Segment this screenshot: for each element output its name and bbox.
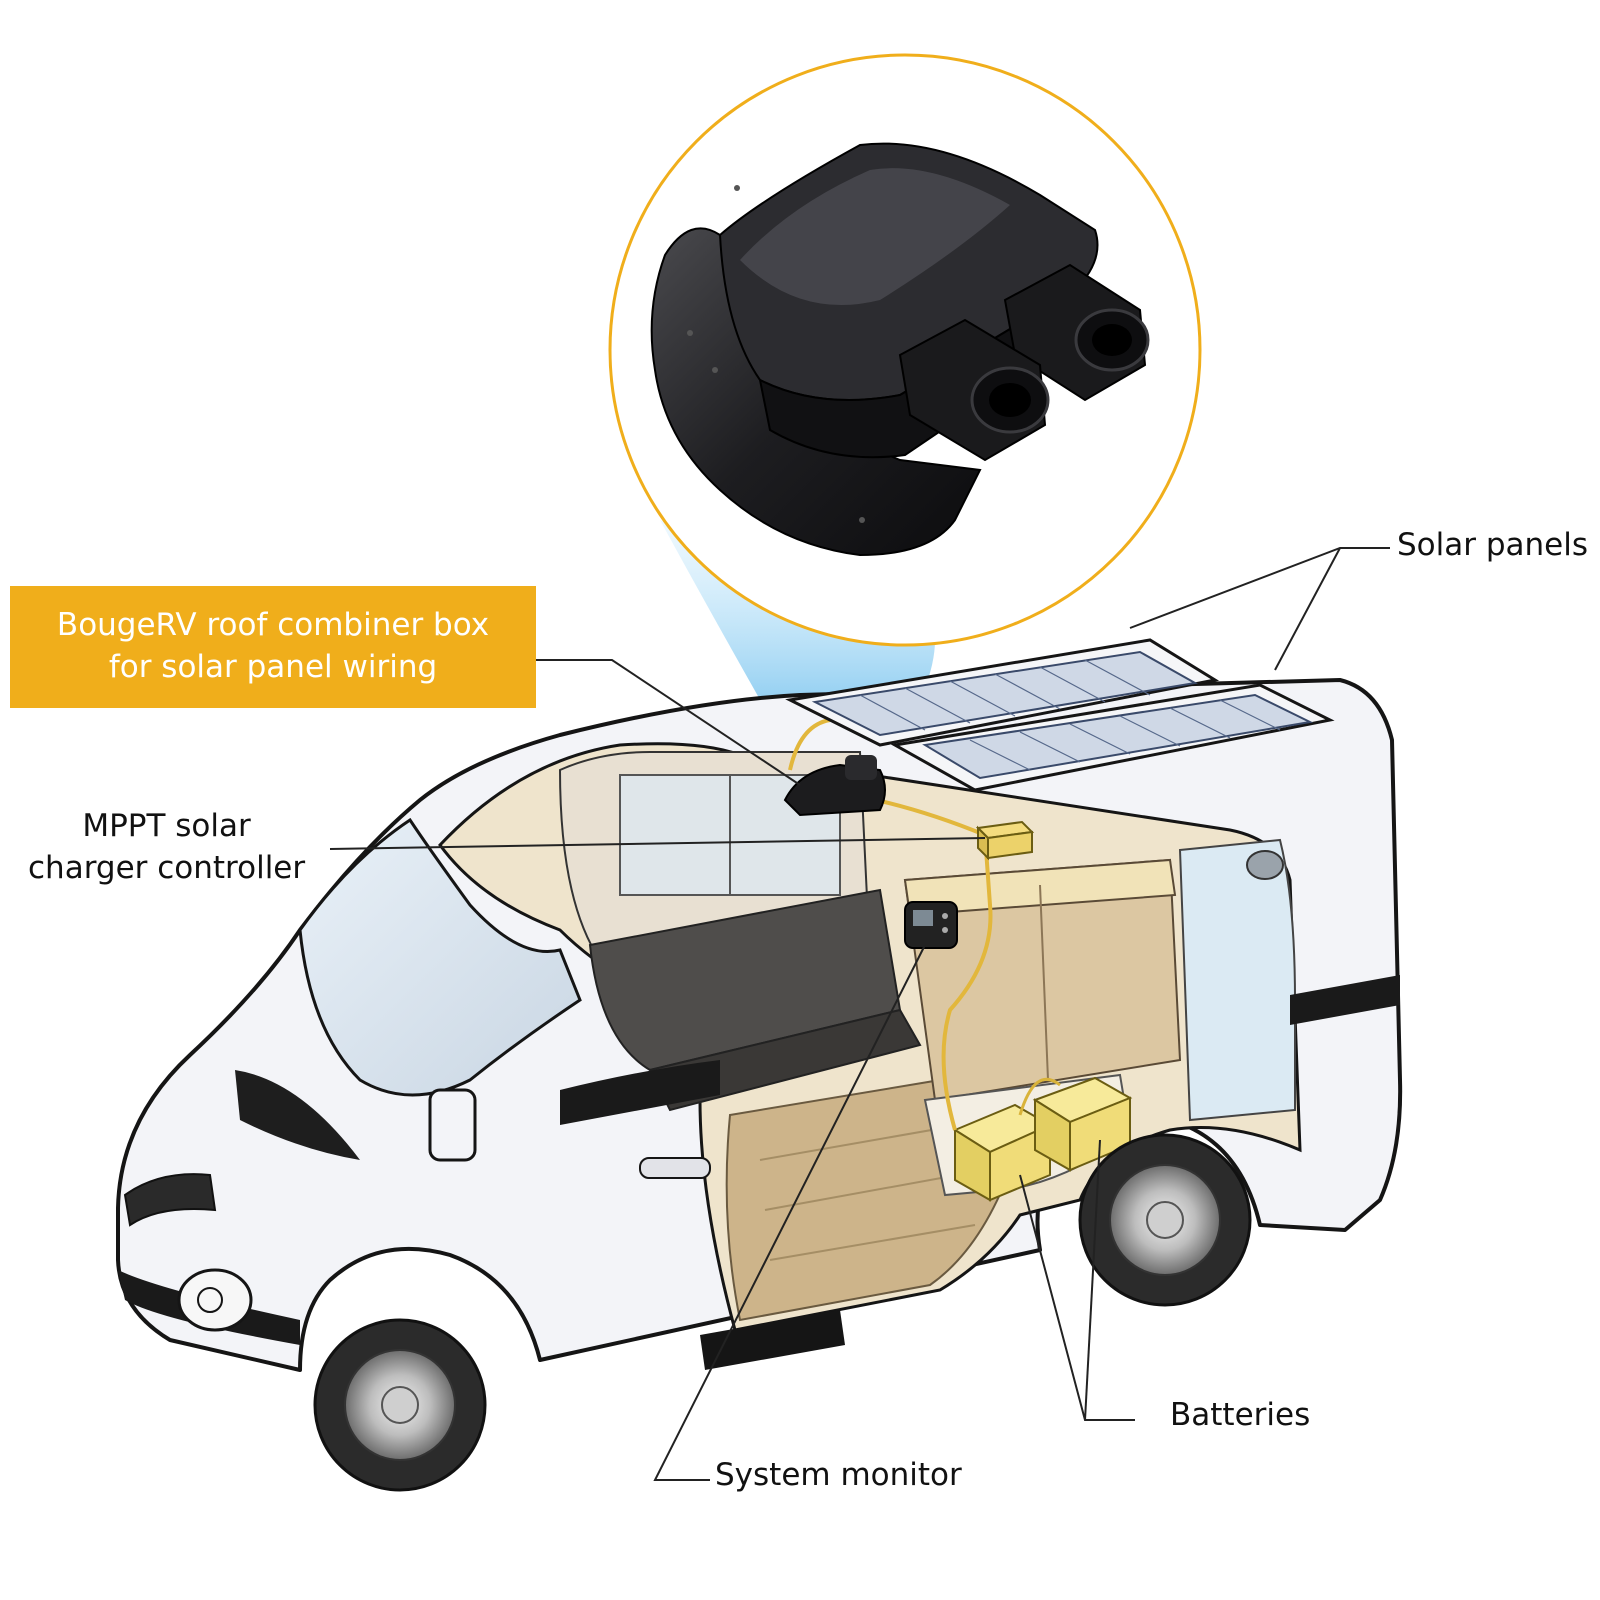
battery-2	[1032, 1076, 1133, 1172]
label-batteries: Batteries	[1170, 1397, 1311, 1433]
leader-lines	[329, 547, 1390, 1481]
combiner-box-closeup	[650, 142, 1150, 557]
label-mppt-line-1: MPPT solar	[82, 808, 251, 844]
door-handle	[639, 1157, 711, 1179]
leader-solar-panels	[1129, 547, 1390, 629]
callout-line-1: BougeRV roof combiner box	[56, 607, 490, 644]
system-monitor-icon	[904, 901, 958, 949]
solar-panel-icon	[785, 638, 1335, 792]
windshield	[298, 817, 582, 1097]
label-mppt: MPPT solar charger controller	[28, 806, 305, 890]
side-mirror	[428, 1088, 477, 1162]
rear-wheel	[1078, 1133, 1252, 1307]
callout-line-2: for solar panel wiring	[108, 649, 438, 685]
label-solar-panels: Solar panels	[1397, 527, 1589, 563]
label-system-monitor: System monitor	[715, 1457, 962, 1493]
headlight	[177, 1268, 253, 1332]
combiner-callout: BougeRV roof combiner box for solar pane…	[10, 586, 536, 708]
wiring	[819, 788, 993, 1131]
bathroom-area	[1178, 838, 1296, 1122]
label-mppt-line-2: charger controller	[28, 849, 306, 886]
front-grille	[123, 1173, 217, 1227]
leader-system-monitor	[653, 944, 926, 1481]
battery-1	[952, 1103, 1053, 1202]
leader-mppt	[329, 837, 986, 850]
side-step	[700, 1310, 845, 1370]
front-wheel	[313, 1318, 487, 1492]
mppt-controller-icon	[975, 820, 1035, 861]
leader-combiner	[536, 659, 801, 786]
